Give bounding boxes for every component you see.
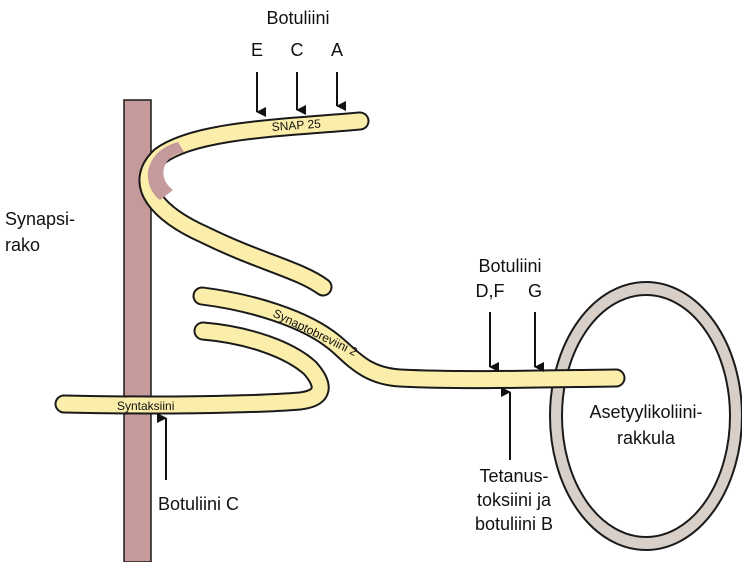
synaptic-cleft-label-2: rako — [5, 235, 40, 255]
serotype-g-label: G — [528, 281, 542, 301]
serotype-a-label: A — [331, 40, 343, 60]
serotype-e-label: E — [251, 40, 263, 60]
tetanus-label-3: botuliini B — [475, 514, 553, 534]
tetanus-label-1: Tetanus- — [479, 466, 548, 486]
botulinum-c-bottom-label: Botuliini C — [158, 494, 239, 514]
tetanus-label-2: toksiini ja — [477, 490, 552, 510]
botulinum-top-label: Botuliini — [266, 8, 329, 28]
botulinum-mid-label: Botuliini — [478, 256, 541, 276]
syntaxin-strand-outline — [64, 331, 320, 405]
serotype-c-top-label: C — [291, 40, 304, 60]
vesicle-label-2: rakkula — [617, 428, 676, 448]
synaptic-cleft-label-1: Synapsi- — [5, 209, 75, 229]
syntaxin-label: Syntaksiini — [117, 399, 174, 413]
vesicle-label-1: Asetyylikoliini- — [589, 402, 702, 422]
serotype-df-label: D,F — [476, 281, 505, 301]
